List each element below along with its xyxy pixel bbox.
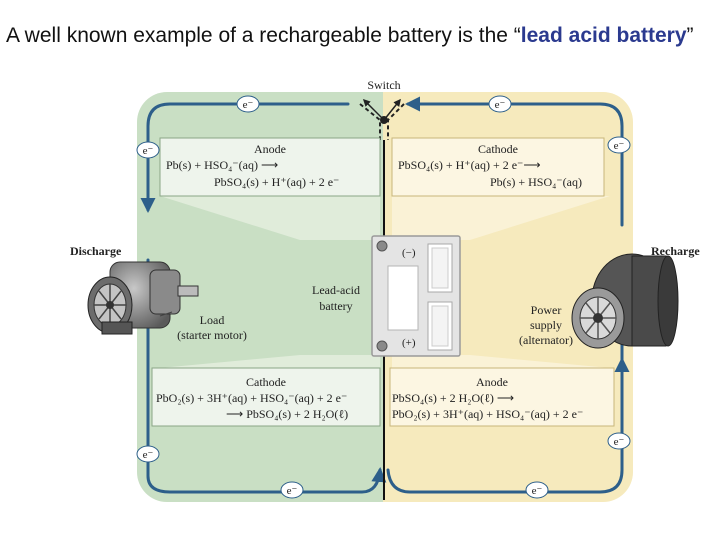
electron-label: e⁻ (614, 140, 625, 152)
battery-label-line1: Lead-acid (312, 283, 360, 297)
battery-icon (371, 235, 461, 357)
top-right-equation-box: Cathode PbSO₄(s) + H⁺(aq) + 2 e⁻⟶ Pb(s) … (391, 137, 605, 197)
battery-label-line2: battery (319, 299, 352, 313)
top-left-box-title: Anode (254, 142, 286, 156)
top-right-box-title: Cathode (478, 142, 518, 156)
top-left-box-line2: PbSO₄(s) + H⁺(aq) + 2 e⁻ (214, 175, 339, 189)
bottom-left-equation-box: Cathode PbO₂(s) + 3H⁺(aq) + HSO₄⁻(aq) + … (151, 367, 381, 427)
supply-label-line2: supply (530, 318, 562, 332)
heading-text-after: ” (686, 24, 694, 47)
electron-label: e⁻ (243, 99, 254, 111)
load-label-line2: (starter motor) (177, 328, 247, 342)
bottom-right-box-line1: PbSO₄(s) + 2 H₂O(ℓ) ⟶ (392, 391, 514, 405)
electron-bubble: e⁻ (607, 432, 631, 450)
bottom-left-box-line1: PbO₂(s) + 3H⁺(aq) + HSO₄⁻(aq) + 2 e⁻ (156, 391, 347, 405)
starter-motor-icon (87, 261, 199, 335)
slide-heading: A well known example of a rechargeable b… (6, 14, 716, 58)
electron-label: e⁻ (614, 436, 625, 448)
supply-label-line3: (alternator) (519, 333, 573, 347)
alternator-icon (571, 253, 679, 349)
electron-bubble: e⁻ (488, 95, 512, 113)
discharge-label: Discharge (70, 244, 122, 258)
terminal-positive-label: (+) (402, 337, 416, 349)
bottom-right-box-title: Anode (476, 375, 508, 389)
bottom-left-box-title: Cathode (246, 375, 286, 389)
electron-label: e⁻ (143, 449, 154, 461)
recharge-bottom-arrow (386, 357, 630, 494)
discharge-top-arrow (140, 102, 350, 213)
recharge-top-arrow (405, 96, 624, 227)
bottom-right-box-line2: PbO₂(s) + 3H⁺(aq) + HSO₄⁻(aq) + 2 e⁻ (392, 407, 583, 421)
switch-label: Switch (367, 78, 400, 92)
electron-bubble: e⁻ (136, 445, 160, 463)
top-left-equation-box: Anode Pb(s) + HSO₄⁻(aq) ⟶ PbSO₄(s) + H⁺(… (159, 137, 381, 197)
bottom-left-box-line2: ⟶ PbSO₄(s) + 2 H₂O(ℓ) (226, 407, 348, 421)
electron-bubble: e⁻ (136, 141, 160, 159)
top-right-box-line1: PbSO₄(s) + H⁺(aq) + 2 e⁻⟶ (398, 158, 541, 172)
heading-text-before: A well known example of a rechargeable b… (6, 24, 521, 47)
recharge-label: Recharge (651, 244, 700, 258)
discharge-bottom-arrow (146, 258, 387, 494)
supply-label-line1: Power (531, 303, 562, 317)
bottom-right-equation-box: Anode PbSO₄(s) + 2 H₂O(ℓ) ⟶ PbO₂(s) + 3H… (389, 367, 615, 427)
top-left-box-line1: Pb(s) + HSO₄⁻(aq) ⟶ (166, 158, 278, 172)
electron-label: e⁻ (495, 99, 506, 111)
electron-label: e⁻ (532, 485, 543, 497)
heading-highlight: lead acid battery (520, 24, 687, 47)
electron-bubble: e⁻ (525, 481, 549, 499)
electron-bubble: e⁻ (236, 95, 260, 113)
electron-bubble: e⁻ (607, 136, 631, 154)
electron-label: e⁻ (287, 485, 298, 497)
top-right-box-line2: Pb(s) + HSO₄⁻(aq) (490, 175, 582, 189)
terminal-negative-label: (−) (402, 247, 416, 259)
load-label-line1: Load (200, 313, 225, 327)
electron-bubble: e⁻ (280, 481, 304, 499)
electron-label: e⁻ (143, 145, 154, 157)
